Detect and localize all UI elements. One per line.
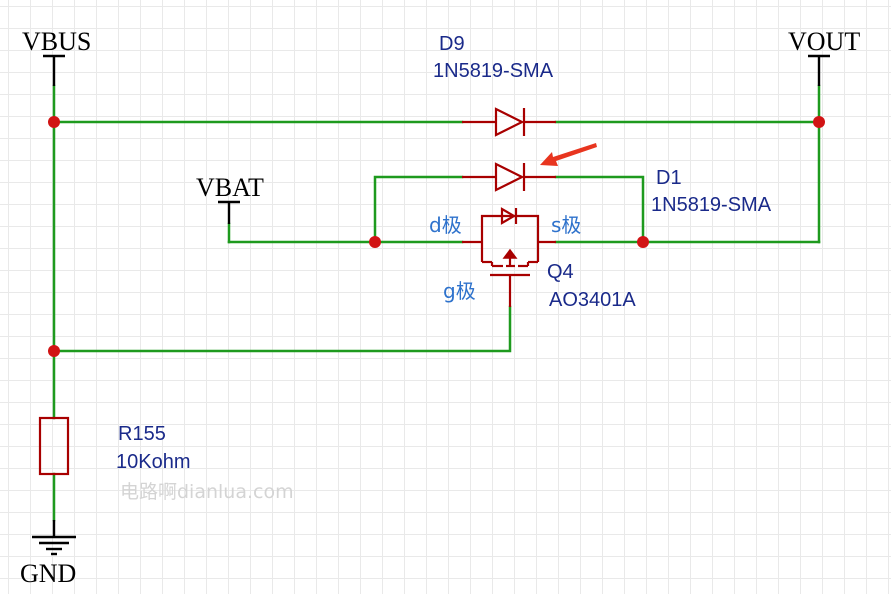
vbus-label: VBUS xyxy=(22,27,91,56)
vbat-port-symbol[interactable] xyxy=(218,200,240,224)
gnd-port-symbol[interactable] xyxy=(32,520,76,556)
wire-d1-left-loop xyxy=(373,175,464,244)
junction-vbus-top xyxy=(48,116,60,128)
drain-pin-label: d极 xyxy=(429,213,462,237)
r155-value-label: 10Kohm xyxy=(116,451,191,473)
gate-pin-label: g极 xyxy=(443,279,476,303)
junction-drain xyxy=(369,236,381,248)
wire-d1-right-loop xyxy=(554,175,645,244)
r155-resistor-symbol[interactable] xyxy=(38,416,70,476)
q4-ref-label: Q4 xyxy=(547,261,574,283)
d9-ref-label: D9 xyxy=(439,33,465,55)
d1-value-label: 1N5819-SMA xyxy=(651,194,772,216)
junctions xyxy=(48,116,825,357)
d9-value-label: 1N5819-SMA xyxy=(433,60,554,82)
vbus-port-symbol[interactable] xyxy=(43,54,65,86)
wire-gate-to-rail xyxy=(52,305,512,353)
junction-gate-rail xyxy=(48,345,60,357)
junction-vout-top xyxy=(813,116,825,128)
vout-port-symbol[interactable] xyxy=(808,54,830,86)
wires xyxy=(52,84,821,522)
d1-diode-symbol[interactable] xyxy=(462,162,556,192)
q4-value-label: AO3401A xyxy=(549,289,636,311)
watermark: 电路啊dianlua.com xyxy=(120,481,294,503)
d1-ref-label: D1 xyxy=(656,167,682,189)
vout-label: VOUT xyxy=(788,27,860,56)
highlight-arrow xyxy=(540,143,597,166)
gnd-label: GND xyxy=(20,559,76,588)
r155-ref-label: R155 xyxy=(118,423,166,445)
junction-source xyxy=(637,236,649,248)
source-pin-label: s极 xyxy=(551,213,581,237)
d9-diode-symbol[interactable] xyxy=(462,107,556,137)
vbat-label: VBAT xyxy=(196,173,264,202)
q4-mosfet-symbol[interactable] xyxy=(462,207,556,307)
